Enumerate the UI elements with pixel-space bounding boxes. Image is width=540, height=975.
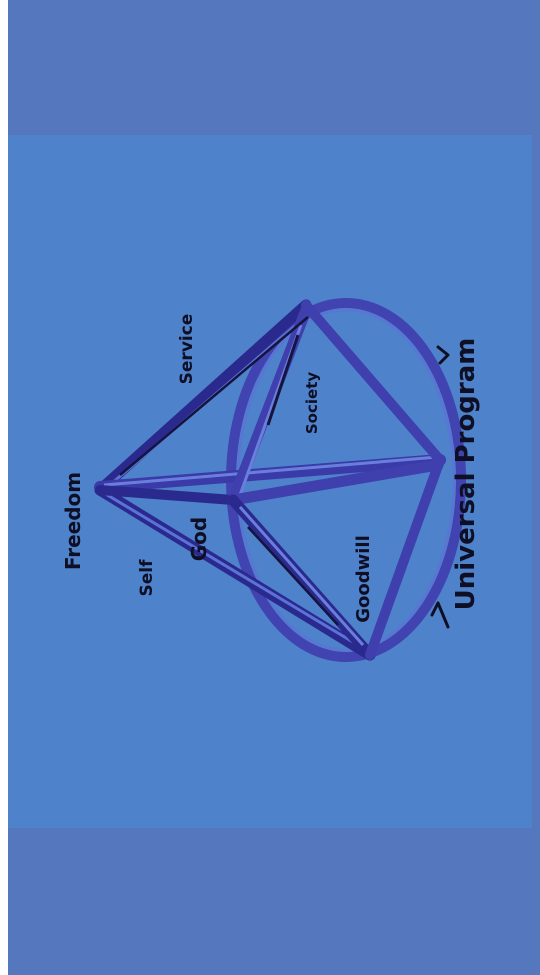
label-service: Service — [177, 314, 197, 385]
pyramid-diagram: Freedom Service Self God Society Goodwil… — [8, 135, 532, 828]
arrow-down-icon — [432, 603, 448, 627]
drawing-canvas: Freedom Service Self God Society Goodwil… — [8, 135, 532, 828]
edge-top-accent — [120, 317, 308, 475]
label-universal-program: Universal Program — [451, 338, 481, 611]
label-god: God — [187, 517, 211, 561]
edge-top-to-right — [306, 305, 440, 460]
label-self: Self — [137, 559, 157, 597]
label-society: Society — [303, 372, 321, 434]
label-goodwill: Goodwill — [353, 535, 374, 623]
arrow-up-icon — [438, 347, 448, 363]
label-freedom: Freedom — [61, 472, 85, 570]
